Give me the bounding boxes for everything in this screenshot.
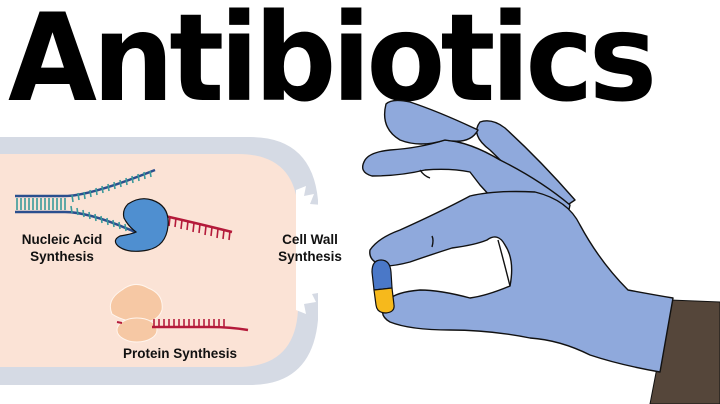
capsule-pill	[371, 259, 395, 314]
rna-strand	[164, 214, 233, 241]
label-cellwall-line2: Synthesis	[278, 249, 342, 264]
cell-wall-gap	[296, 186, 330, 314]
mrna-strand	[116, 319, 249, 332]
label-nucleic-line1: Nucleic Acid	[21, 232, 103, 247]
cell-cytoplasm	[0, 154, 298, 367]
gloved-hand	[362, 99, 674, 373]
polymerase-enzyme	[114, 198, 169, 252]
dna-double-helix	[15, 168, 156, 234]
label-protein-synthesis: Protein Synthesis	[122, 346, 238, 361]
ribosome	[109, 284, 163, 343]
label-cell-wall-synthesis: Cell Wall Synthesis	[268, 231, 352, 265]
label-cellwall-line1: Cell Wall	[282, 232, 338, 247]
label-nucleic-acid-synthesis: Nucleic Acid Synthesis	[2, 231, 122, 265]
page-title: Antibiotics	[8, 0, 657, 129]
label-nucleic-line2: Synthesis	[30, 249, 94, 264]
